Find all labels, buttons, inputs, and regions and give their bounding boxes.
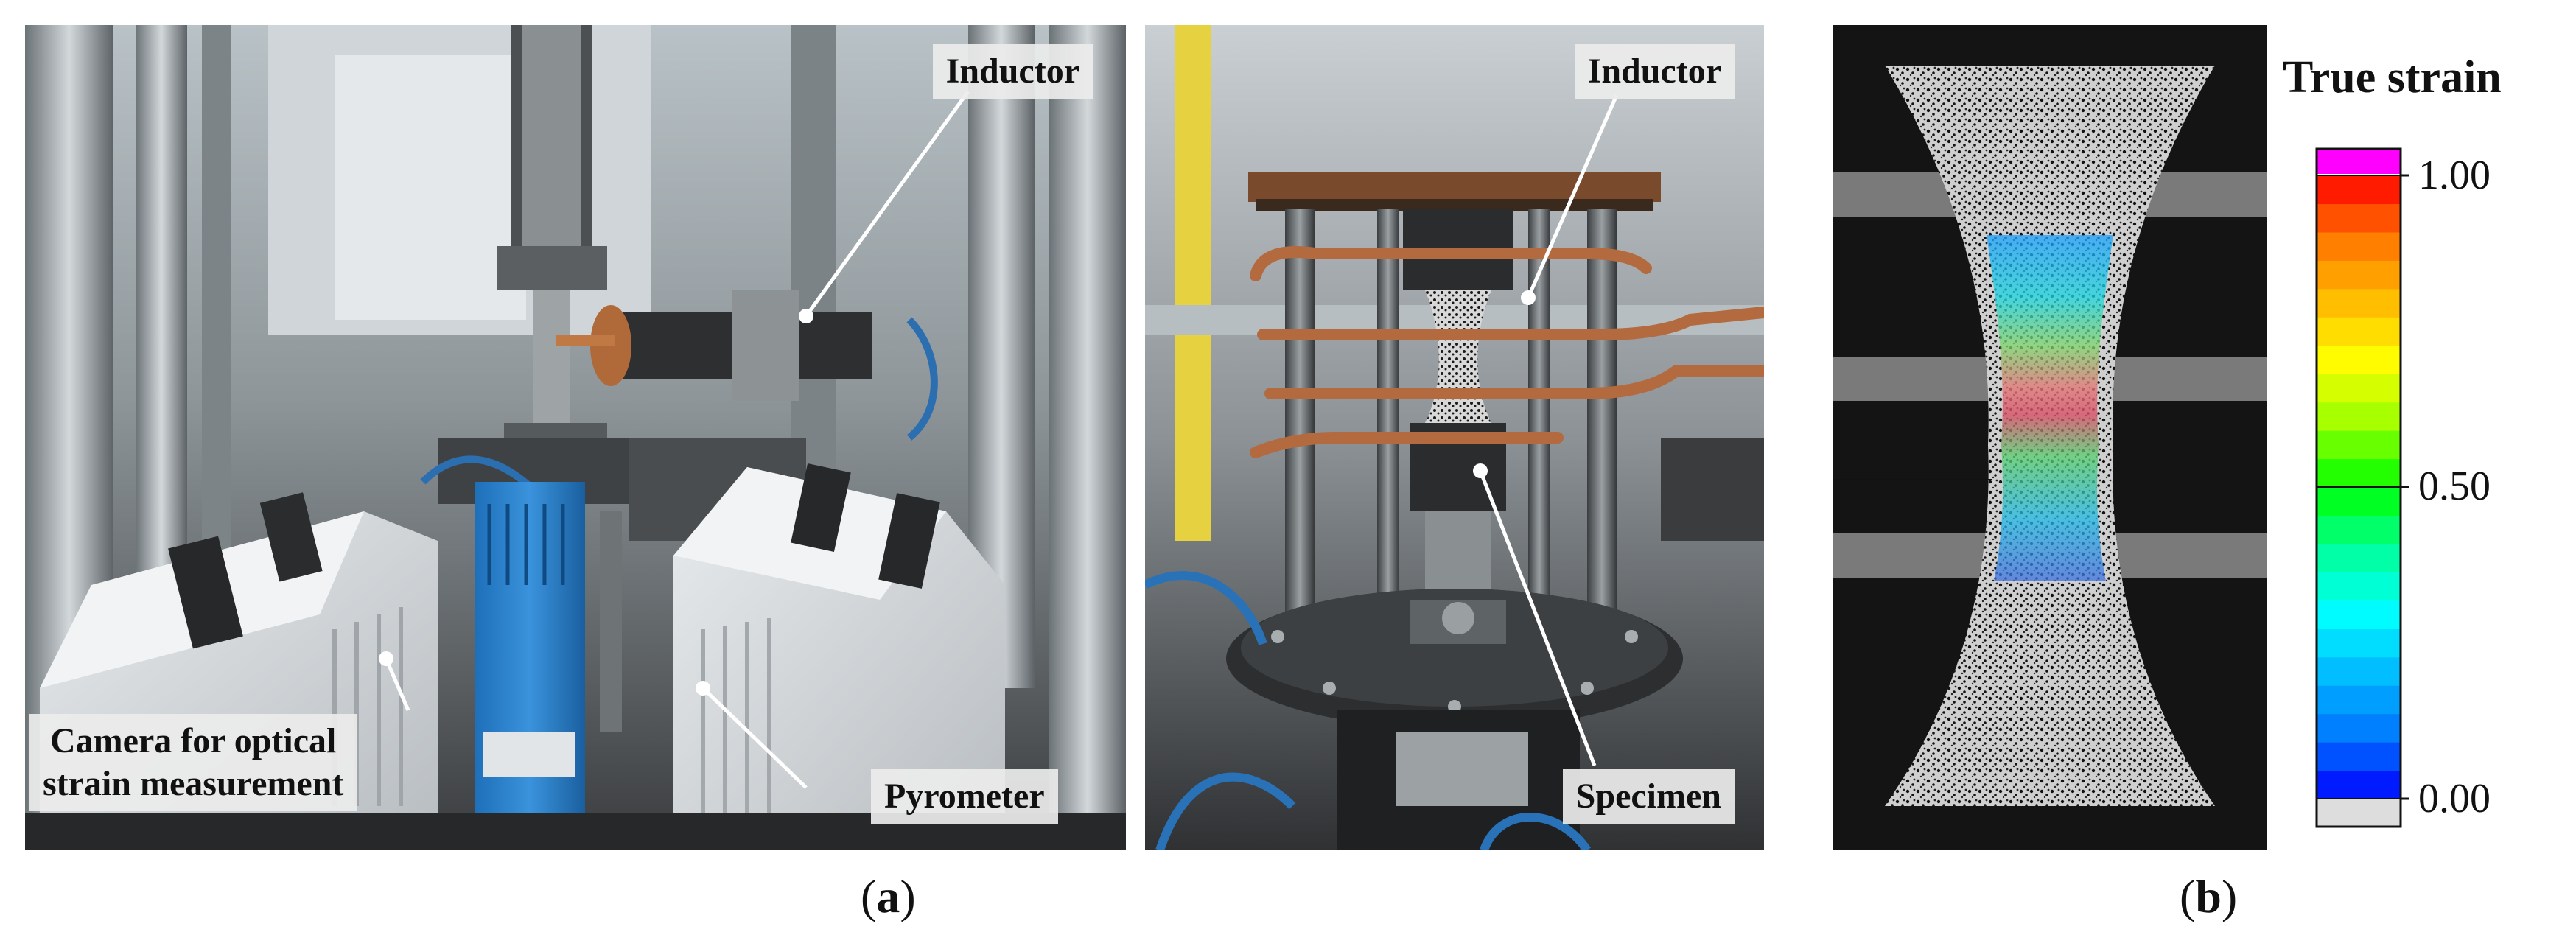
- colorbar-band: [2317, 713, 2401, 743]
- colorbar-band: [2317, 430, 2401, 460]
- colorbar-band: [2317, 487, 2401, 516]
- colorbar-over-swatch: [2317, 149, 2401, 174]
- colorbar-band: [2317, 628, 2401, 658]
- colorbar-band: [2317, 458, 2401, 488]
- colorbar-tick-label-0-50: 0.50: [2418, 463, 2491, 509]
- colorbar-title: True strain: [2283, 52, 2502, 102]
- image-strain-field: [1833, 25, 2267, 850]
- label-pyrometer: Pyrometer: [871, 769, 1058, 824]
- colorbar-band: [2317, 515, 2401, 544]
- colorbar-band: [2317, 572, 2401, 601]
- colorbar-band: [2317, 231, 2401, 261]
- specimen-closeup-illustration: [1145, 25, 1764, 850]
- subcaption-a-letter: a: [876, 870, 900, 922]
- strain-field-illustration: [1833, 25, 2267, 850]
- colorbar-band: [2317, 260, 2401, 290]
- label-camera: Camera for optical strain measurement: [29, 714, 357, 811]
- colorbar-band: [2317, 685, 2401, 715]
- colorbar-band: [2317, 656, 2401, 686]
- colorbar-band: [2317, 288, 2401, 318]
- colorbar-tick-label-0-00: 0.00: [2418, 776, 2491, 822]
- colorbar-band: [2317, 543, 2401, 572]
- colorbar-band: [2317, 175, 2401, 205]
- colorbar-band: [2317, 402, 2401, 431]
- label-inductor-overview: Inductor: [932, 44, 1093, 99]
- colorbar-tick-label-1-00: 1.00: [2418, 153, 2491, 198]
- colorbar-bands: [2317, 175, 2401, 799]
- colorbar-band: [2317, 345, 2401, 374]
- photo-specimen-closeup: Inductor Specimen: [1145, 25, 1764, 850]
- colorbar-band: [2317, 374, 2401, 403]
- colorbar-band: [2317, 317, 2401, 346]
- subcaption-b-letter: b: [2195, 870, 2222, 922]
- label-camera-line1: Camera for optical: [50, 721, 337, 760]
- subcaption-b: (b): [2180, 870, 2238, 922]
- colorbar-band: [2317, 203, 2401, 233]
- photo-test-rig-overview: Inductor Camera for optical strain measu…: [25, 25, 1126, 850]
- label-inductor-closeup: Inductor: [1574, 44, 1735, 99]
- colorbar: [2315, 147, 2409, 828]
- colorbar-band: [2317, 742, 2401, 771]
- label-camera-line2: strain measurement: [43, 764, 344, 803]
- label-specimen: Specimen: [1562, 769, 1735, 824]
- subcaption-a: (a): [861, 870, 916, 922]
- colorbar-under-swatch: [2317, 799, 2401, 827]
- colorbar-band: [2317, 600, 2401, 629]
- colorbar-band: [2317, 770, 2401, 799]
